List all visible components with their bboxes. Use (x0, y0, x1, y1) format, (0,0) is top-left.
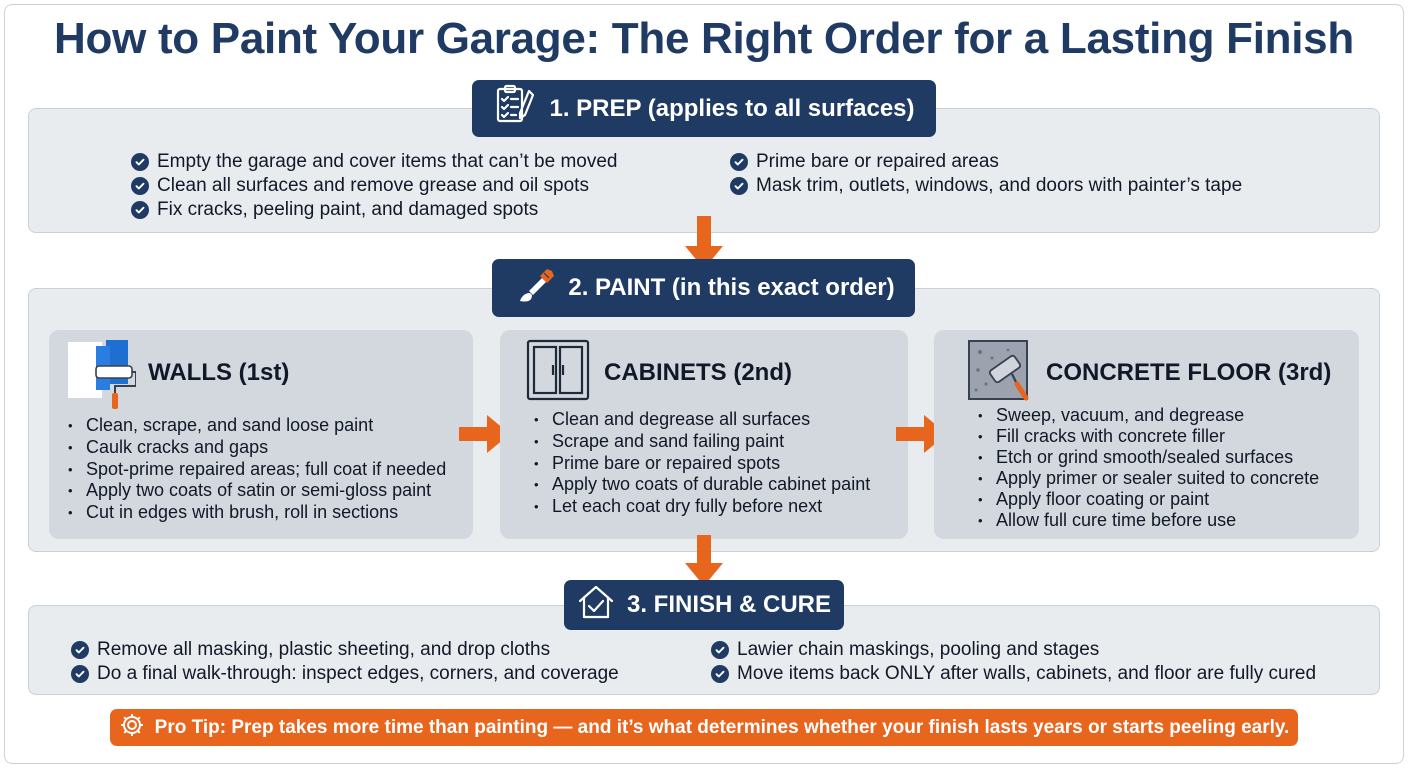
list-item: Scrape and sand failing paint (532, 431, 870, 453)
list-item: Allow full cure time before use (976, 510, 1319, 531)
walls-card-title: WALLS (1st) (148, 359, 290, 386)
check-circle-icon (711, 665, 729, 683)
list-item: Let each coat dry fully before next (532, 496, 870, 518)
list-item: Clean and degrease all surfaces (532, 409, 870, 431)
finish-left-list: Remove all masking, plastic sheeting, an… (71, 638, 619, 686)
check-circle-icon (71, 665, 89, 683)
list-item: Move items back ONLY after walls, cabine… (711, 662, 1316, 686)
list-item: Clean, scrape, and sand loose paint (66, 415, 446, 437)
paint-header-label: 2. PAINT (in this exact order) (568, 274, 895, 301)
cabinet-icon (526, 339, 590, 406)
check-circle-icon (730, 177, 748, 195)
page-title: How to Paint Your Garage: The Right Orde… (54, 14, 1354, 63)
finish-header: 3. FINISH & CURE (564, 580, 844, 630)
arrow-right-icon (459, 415, 510, 453)
walls-list: Clean, scrape, and sand loose paint Caul… (66, 415, 446, 524)
list-item: Cut in edges with brush, roll in section… (66, 502, 446, 524)
clipboard-checklist-icon (493, 83, 537, 134)
check-circle-icon (131, 177, 149, 195)
list-item: Prime bare or repaired areas (730, 150, 1242, 174)
prep-right-list: Prime bare or repaired areas Mask trim, … (730, 150, 1242, 198)
pro-tip-text: Pro Tip: Prep takes more time than paint… (154, 716, 1290, 738)
check-circle-icon (131, 201, 149, 219)
list-item: Spot-prime repaired areas; full coat if … (66, 459, 446, 481)
paint-header: 2. PAINT (in this exact order) (492, 259, 915, 317)
list-item: Do a final walk-through: inspect edges, … (71, 662, 619, 686)
arrow-down-icon (685, 216, 723, 269)
floor-roller-icon (968, 340, 1030, 407)
prep-left-list: Empty the garage and cover items that ca… (131, 150, 617, 222)
list-item: Fix cracks, peeling paint, and damaged s… (131, 198, 617, 222)
list-item: Apply two coats of durable cabinet paint (532, 474, 870, 496)
finish-right-list: Lawier chain maskings, pooling and stage… (711, 638, 1316, 686)
list-item: Apply floor coating or paint (976, 489, 1319, 510)
finish-header-label: 3. FINISH & CURE (626, 591, 832, 618)
list-item: Etch or grind smooth/sealed surfaces (976, 447, 1319, 468)
list-item: Lawier chain maskings, pooling and stage… (711, 638, 1316, 662)
arrow-down-icon (685, 535, 723, 586)
prep-header: 1. PREP (applies to all surfaces) (472, 80, 936, 137)
gear-icon (119, 712, 145, 744)
floor-list: Sweep, vacuum, and degrease Fill cracks … (976, 405, 1319, 531)
check-circle-icon (71, 641, 89, 659)
check-circle-icon (711, 641, 729, 659)
list-item: Mask trim, outlets, windows, and doors w… (730, 174, 1242, 198)
list-item: Apply two coats of satin or semi-gloss p… (66, 480, 446, 502)
list-item: Clean all surfaces and remove grease and… (131, 174, 617, 198)
list-item: Caulk cracks and gaps (66, 437, 446, 459)
cabinets-card-title: CABINETS (2nd) (604, 359, 792, 386)
prep-header-label: 1. PREP (applies to all surfaces) (549, 94, 915, 122)
check-circle-icon (730, 153, 748, 171)
list-item: Remove all masking, plastic sheeting, an… (71, 638, 619, 662)
pro-tip-banner: Pro Tip: Prep takes more time than paint… (110, 709, 1298, 746)
list-item: Prime bare or repaired spots (532, 453, 870, 475)
paint-roller-icon (66, 338, 137, 415)
list-item: Fill cracks with concrete filler (976, 426, 1319, 447)
check-circle-icon (131, 153, 149, 171)
house-check-icon (577, 583, 615, 628)
list-item: Sweep, vacuum, and degrease (976, 405, 1319, 426)
cabinets-list: Clean and degrease all surfaces Scrape a… (532, 409, 870, 518)
list-item: Empty the garage and cover items that ca… (131, 150, 617, 174)
floor-card-title: CONCRETE FLOOR (3rd) (1046, 359, 1332, 386)
paintbrush-icon (512, 263, 556, 314)
list-item: Apply primer or sealer suited to concret… (976, 468, 1319, 489)
